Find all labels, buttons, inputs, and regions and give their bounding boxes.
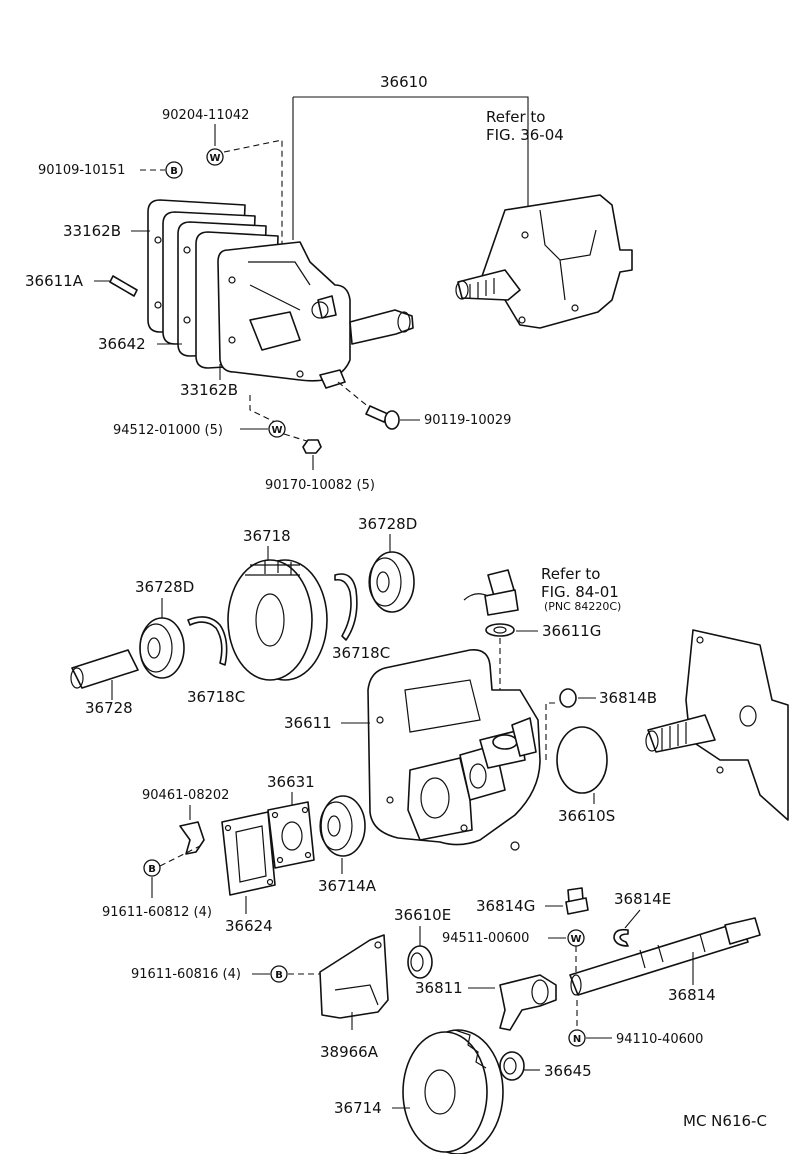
label-38966A: 38966A bbox=[320, 1043, 379, 1061]
label-36714: 36714 bbox=[334, 1099, 382, 1117]
oring-36814B bbox=[559, 688, 577, 708]
gasket-36624 bbox=[221, 811, 276, 896]
shift-shaft-36814 bbox=[569, 917, 761, 996]
stud-36611A bbox=[109, 275, 138, 297]
gear-36714 bbox=[402, 1029, 504, 1154]
bolt-symbol-icon bbox=[143, 859, 161, 877]
svg-text:W: W bbox=[209, 153, 220, 164]
label-36631: 36631 bbox=[267, 773, 315, 791]
bracket-90461-08202 bbox=[179, 821, 205, 855]
label-36611A: 36611A bbox=[25, 272, 84, 290]
label-36642: 36642 bbox=[98, 335, 146, 353]
oring-36611G bbox=[485, 623, 515, 637]
label-36611G: 36611G bbox=[542, 622, 601, 640]
diagram-code: MC N616-C bbox=[683, 1112, 767, 1130]
drive-gear-36718 bbox=[227, 559, 328, 681]
bracket-38966A bbox=[319, 934, 389, 1019]
label-36718C-left: 36718C bbox=[187, 688, 245, 706]
svg-text:W: W bbox=[570, 934, 581, 945]
label-36718C-right: 36718C bbox=[332, 644, 390, 662]
ref-fig-84-01-line2: FIG. 84-01 bbox=[541, 583, 619, 601]
svg-text:W: W bbox=[271, 425, 282, 436]
label-36714A: 36714A bbox=[318, 877, 377, 895]
retainer-36631 bbox=[267, 801, 315, 869]
nut-symbol-icon bbox=[568, 1029, 586, 1047]
label-90204-11042: 90204-11042 bbox=[162, 108, 249, 123]
seal-36645 bbox=[499, 1051, 525, 1081]
label-36718: 36718 bbox=[243, 527, 291, 545]
assembly-bracket-36610 bbox=[292, 96, 529, 240]
label-90461-08202: 90461-08202 bbox=[142, 788, 229, 803]
label-36728D-right: 36728D bbox=[358, 515, 417, 533]
speed-sensor-reference bbox=[463, 569, 519, 616]
label-94512-01000: 94512-01000 (5) bbox=[113, 423, 223, 438]
bolt-symbol-icon bbox=[270, 965, 288, 983]
shift-housing bbox=[217, 241, 414, 389]
transfer-unit-reference bbox=[455, 194, 633, 329]
ref-fig-84-01-line1: Refer to bbox=[541, 565, 600, 583]
shift-fork-36811 bbox=[499, 974, 557, 1031]
label-36610E: 36610E bbox=[394, 906, 451, 924]
label-36728: 36728 bbox=[85, 699, 133, 717]
svg-text:N: N bbox=[573, 1034, 581, 1045]
label-36814: 36814 bbox=[668, 986, 716, 1004]
shaft-36728 bbox=[70, 649, 139, 689]
bearing-36728D-left bbox=[139, 617, 185, 679]
svg-text:B: B bbox=[275, 970, 283, 981]
oring-36610S bbox=[556, 726, 608, 794]
label-36611: 36611 bbox=[284, 714, 332, 732]
svg-text:B: B bbox=[170, 166, 178, 177]
label-36811: 36811 bbox=[415, 979, 463, 997]
label-36728D-left: 36728D bbox=[135, 578, 194, 596]
bearing-36728D-right bbox=[368, 551, 415, 613]
label-90170-10082: 90170-10082 (5) bbox=[265, 478, 375, 493]
svg-text:B: B bbox=[148, 864, 156, 875]
nut-90170-10082 bbox=[302, 439, 322, 454]
ref-fig-36-04-line2: FIG. 36-04 bbox=[486, 126, 564, 144]
label-90109-10151: 90109-10151 bbox=[38, 163, 125, 178]
label-36814B: 36814B bbox=[599, 689, 657, 707]
label-36814E: 36814E bbox=[614, 890, 671, 908]
label-36645: 36645 bbox=[544, 1062, 592, 1080]
label-36814G: 36814G bbox=[476, 897, 535, 915]
ref-fig-36-04-line1: Refer to bbox=[486, 108, 545, 126]
clip-36814E bbox=[613, 928, 629, 947]
label-91611-60812: 91611-60812 (4) bbox=[102, 905, 212, 920]
label-36610S: 36610S bbox=[558, 807, 615, 825]
sensor-36814G bbox=[565, 887, 589, 915]
washer-symbol-icon bbox=[268, 420, 286, 438]
label-33162B-bottom: 33162B bbox=[180, 381, 238, 399]
snap-ring-36718C-right bbox=[334, 573, 358, 641]
bearing-36714A bbox=[319, 795, 366, 857]
label-36624: 36624 bbox=[225, 917, 273, 935]
label-36610: 36610 bbox=[380, 73, 428, 91]
label-90119-10029: 90119-10029 bbox=[424, 413, 511, 428]
seal-36610E bbox=[407, 945, 433, 979]
label-33162B-top: 33162B bbox=[63, 222, 121, 240]
label-91611-60816: 91611-60816 (4) bbox=[131, 967, 241, 982]
label-94110-40600: 94110-40600 bbox=[616, 1032, 703, 1047]
snap-ring-36718C-left bbox=[187, 616, 228, 666]
ref-fig-84-01-pnc: (PNC 84220C) bbox=[544, 600, 621, 613]
bolt-90119-10029 bbox=[365, 405, 389, 423]
adapter-housing-partial bbox=[645, 629, 789, 821]
transfer-case-36611 bbox=[367, 648, 541, 851]
label-94511-00600: 94511-00600 bbox=[442, 931, 529, 946]
bolt-symbol-icon bbox=[165, 161, 183, 179]
washer-symbol-icon bbox=[206, 148, 224, 166]
